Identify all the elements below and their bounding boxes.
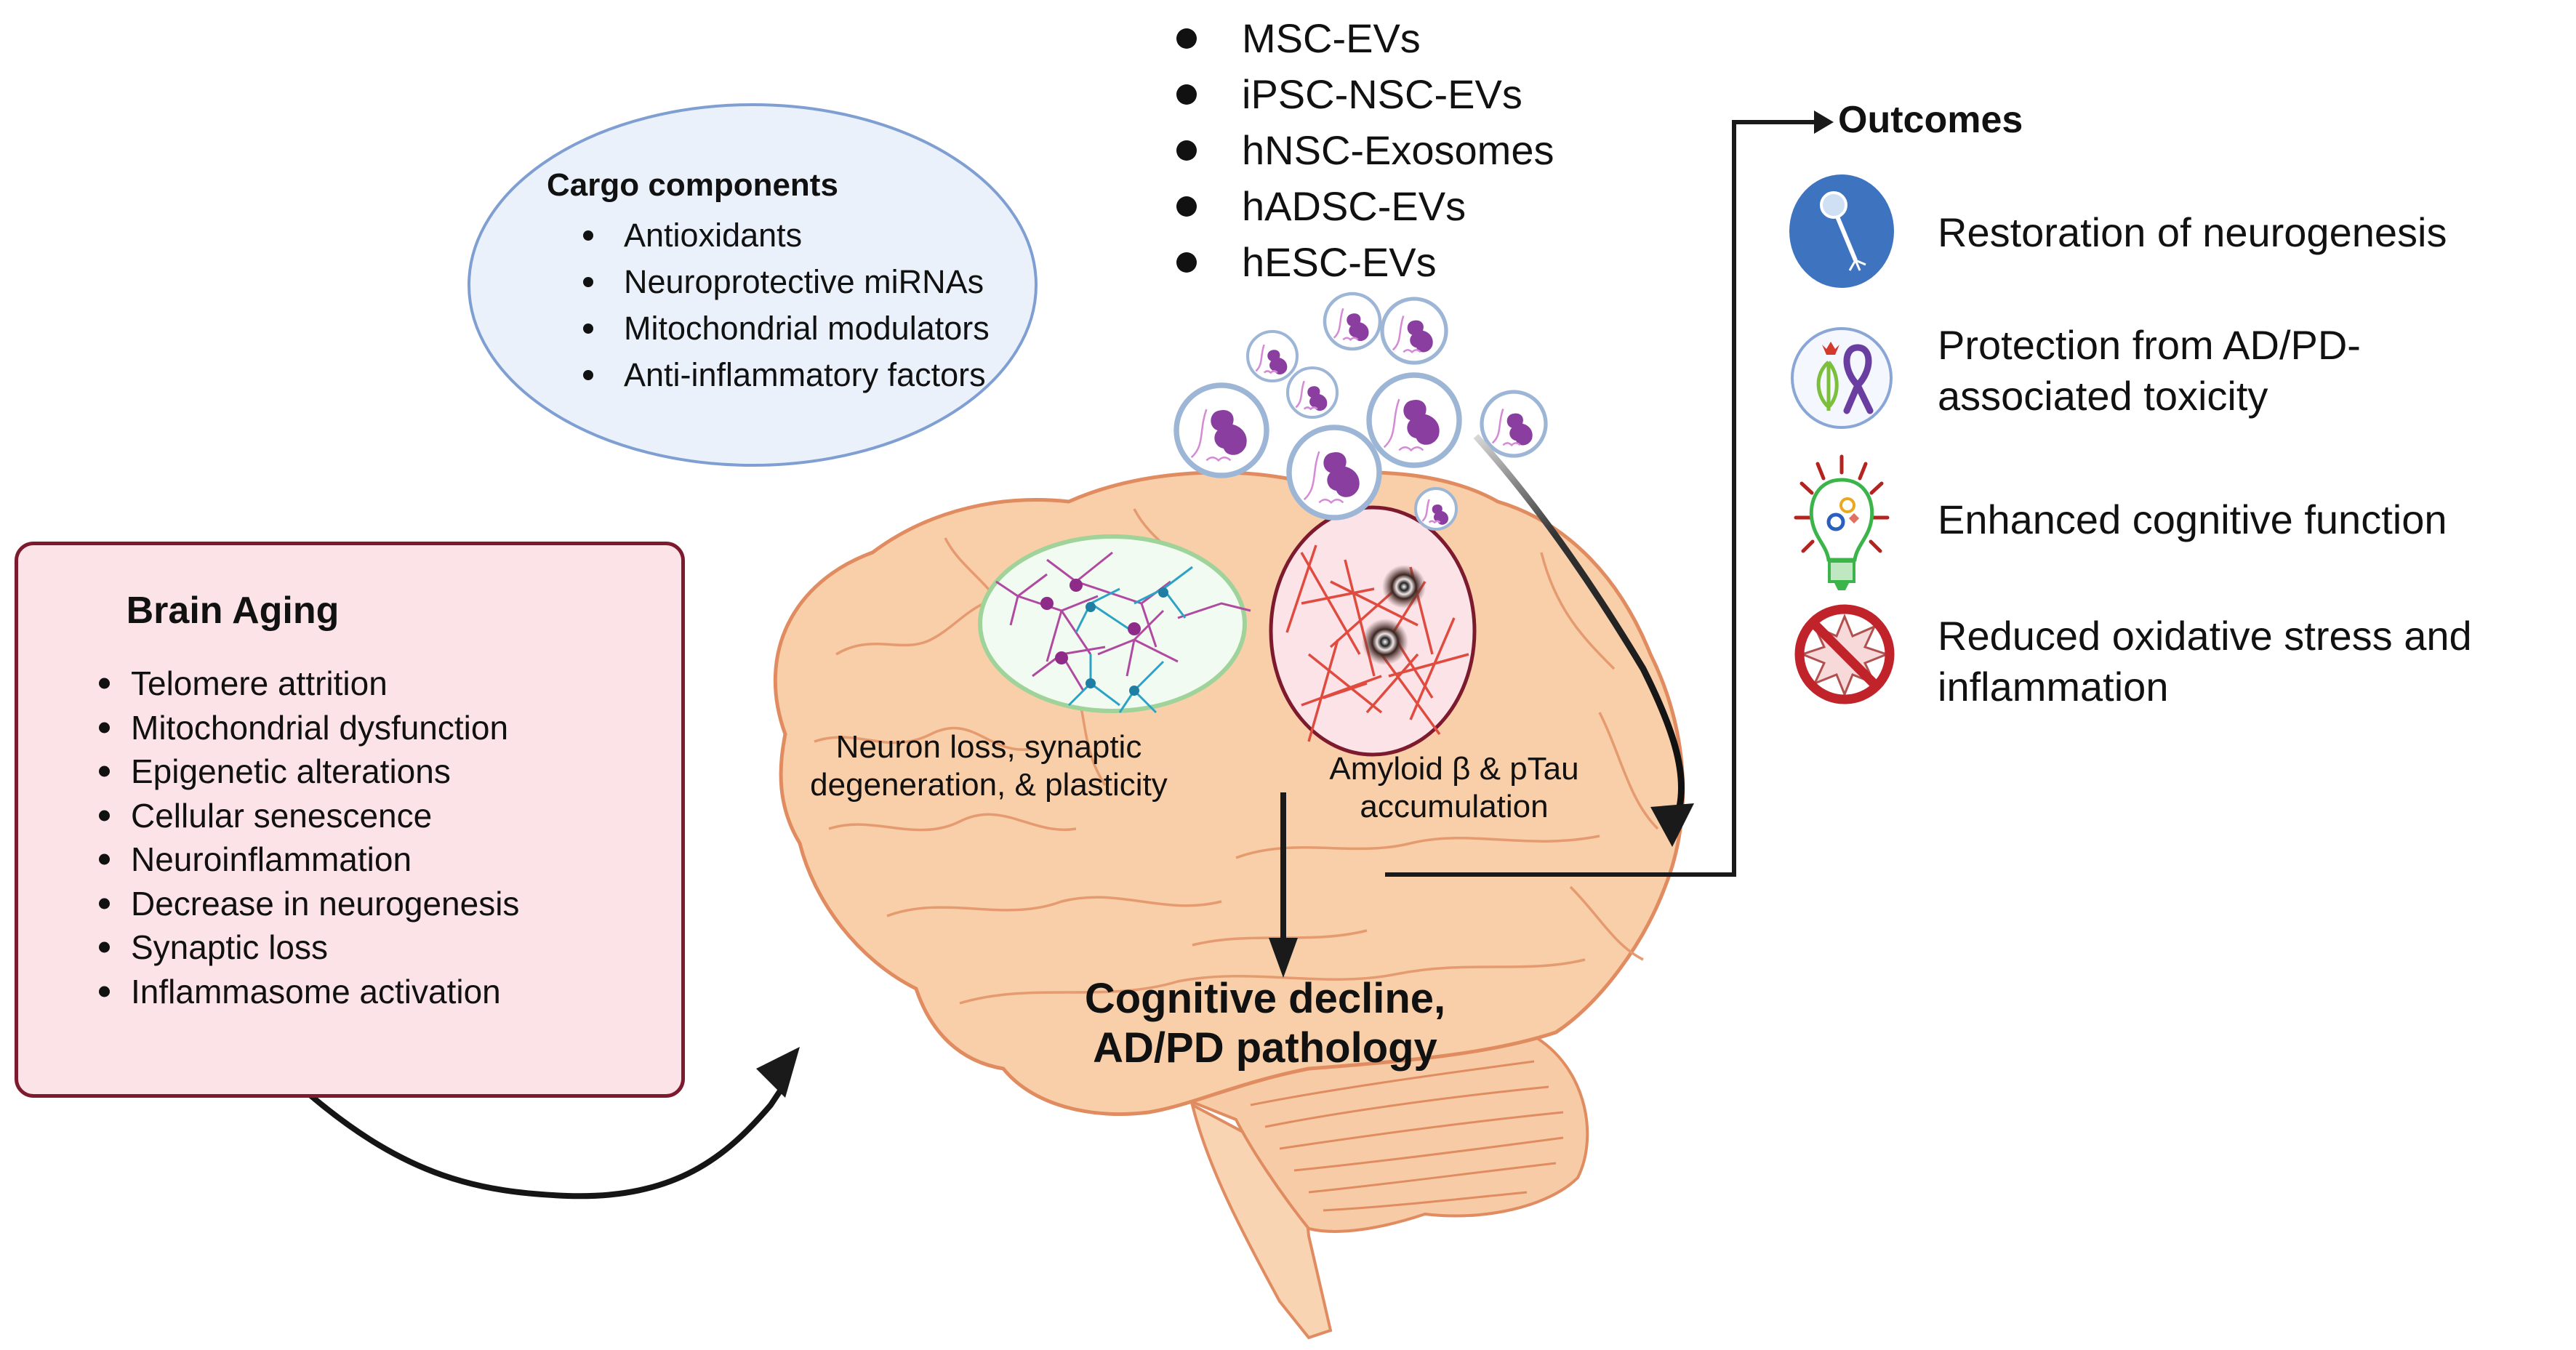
vesicle [1480, 390, 1548, 458]
vesicle [1380, 297, 1448, 365]
list-item: hNSC-Exosomes [1162, 122, 1554, 178]
list-item: Epigenetic alterations [93, 750, 519, 794]
outcomes-title: Outcomes [1838, 99, 2023, 141]
cognitive-decline-label: Cognitive decline, AD/PD pathology [1011, 974, 1520, 1073]
arrowhead-down [1269, 938, 1298, 978]
list-item: Cellular senescence [93, 794, 519, 838]
no-ros-icon [1794, 604, 1895, 704]
vesicle [1286, 425, 1382, 521]
list-item: hADSC-EVs [1162, 178, 1554, 234]
neural-stem-cell-icon [1789, 174, 1894, 288]
neuron-loss-label: Neuron loss, synaptic degeneration, & pl… [810, 729, 1168, 803]
lightbulb-gears-icon [1794, 454, 1890, 590]
list-item: hESC-EVs [1162, 234, 1554, 290]
list-item: MSC-EVs [1162, 10, 1554, 66]
cognitive-decline-line1: Cognitive decline, [1084, 975, 1446, 1022]
outcome-item-oxidative: Reduced oxidative stress and inflammatio… [1938, 613, 2472, 710]
vesicle [1366, 372, 1462, 468]
list-item: Inflammasome activation [93, 970, 519, 1014]
cognitive-decline-line2: AD/PD pathology [1093, 1024, 1437, 1072]
brain-aging-list: Telomere attrition Mitochondrial dysfunc… [93, 662, 519, 1013]
neuron-loss-inset [978, 534, 1251, 714]
amyloid-label: Amyloid β & pTau accumulation [1329, 751, 1579, 824]
list-item: iPSC-NSC-EVs [1162, 66, 1554, 122]
outcome-item-protection: Protection from AD/PD-associated toxicit… [1938, 322, 2361, 419]
ev-source-list: MSC-EVs iPSC-NSC-EVs hNSC-Exosomes hADSC… [1162, 10, 1554, 290]
vesicle [1173, 382, 1269, 478]
arrowhead-ev [1650, 803, 1694, 847]
cargo-list: Antioxidants Neuroprotective miRNAs Mito… [567, 212, 990, 398]
cargo-title: Cargo components [547, 167, 838, 203]
list-item: Anti-inflammatory factors [567, 352, 990, 398]
arrowhead-outcomes [1814, 111, 1834, 134]
list-item: Mitochondrial dysfunction [93, 706, 519, 750]
extracellular-vesicles [1173, 292, 1548, 531]
vesicle [1245, 329, 1299, 383]
outcome-item-cognitive: Enhanced cognitive function [1938, 497, 2447, 542]
cerebellum-folds [1250, 1060, 1564, 1212]
brain-aging-title: Brain Aging [126, 590, 340, 632]
vesicle [1323, 292, 1382, 351]
list-item: Mitochondrial modulators [567, 305, 990, 352]
arrow-ev-to-brain [1473, 433, 1685, 808]
ad-pd-ribbon-icon [1791, 327, 1893, 429]
outcome-item-neurogenesis: Restoration of neurogenesis [1938, 209, 2447, 255]
vesicle [1414, 487, 1458, 531]
amyloid-tau-inset [1269, 505, 1477, 757]
connector-to-outcomes [1385, 120, 1816, 877]
list-item: Synaptic loss [93, 925, 519, 970]
list-item: Telomere attrition [93, 662, 519, 706]
arrow-aging-to-pathology [306, 1080, 788, 1200]
vesicle [1285, 366, 1339, 419]
list-item: Decrease in neurogenesis [93, 882, 519, 926]
list-item: Antioxidants [567, 212, 990, 259]
arrowhead-aging [756, 1047, 800, 1098]
list-item: Neuroinflammation [93, 837, 519, 882]
list-item: Neuroprotective miRNAs [567, 259, 990, 305]
